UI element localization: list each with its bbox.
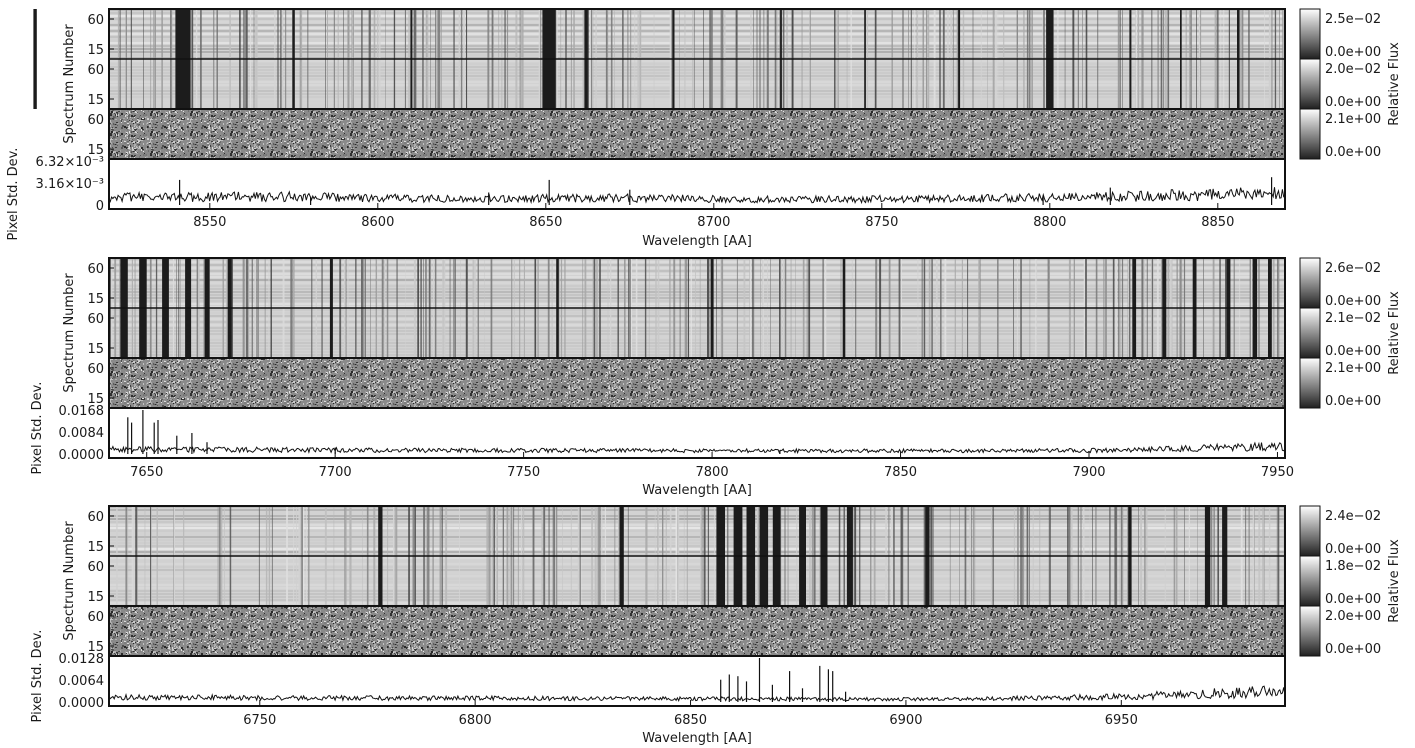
x-tick: 6800 [459,713,492,728]
absorption-line [33,9,37,109]
std-y-tick: 0.0084 [59,426,105,441]
image-y-tick: 60 [87,362,104,377]
y-axis-label-std: Pixel Std. Dev. [30,382,45,475]
colorbar-max: 2.0e+00 [1325,609,1381,624]
image-y-tick: 15 [87,93,104,108]
colorbar [1299,555,1321,607]
colorbar [1299,357,1321,409]
x-tick: 7900 [1072,465,1105,480]
y-axis-label-spectrum: Spectrum Number [62,24,77,144]
colorbar-label: Relative Flux [1387,291,1402,375]
x-tick: 8650 [529,215,562,230]
std-y-tick: 0.0000 [59,448,105,463]
std-y-tick: 3.16×10⁻³ [36,177,104,192]
colorbar-max: 2.5e−02 [1325,12,1381,27]
colorbar [1299,8,1321,60]
x-tick: 6950 [1105,713,1138,728]
x-tick: 8550 [193,215,226,230]
image-y-tick: 60 [87,312,104,327]
y-axis-label-std: Pixel Std. Dev. [6,148,21,241]
std-dev-frame [108,407,1286,459]
image-y-tick: 15 [87,292,104,307]
colorbar-min: 0.0e+00 [1325,394,1381,409]
image-y-tick: 15 [87,143,104,158]
x-tick: 6850 [674,713,707,728]
image-y-tick: 15 [87,590,104,605]
colorbar-min: 0.0e+00 [1325,294,1381,309]
colorbar-label: Relative Flux [1387,539,1402,623]
x-tick: 7750 [507,465,540,480]
colorbar-min: 0.0e+00 [1325,344,1381,359]
std-dev-trace [108,187,1286,205]
std-y-tick: 0.0064 [59,674,105,689]
std-dev-frame [108,158,1286,210]
std-dev-trace [108,685,1286,703]
colorbar-min: 0.0e+00 [1325,145,1381,160]
x-tick: 7650 [130,465,163,480]
x-axis-label: Wavelength [AA] [642,483,752,498]
std-y-tick: 0 [96,199,104,214]
residual-image [109,606,1285,656]
residual-image [109,109,1285,159]
std-dev-trace [108,441,1286,455]
std-y-tick: 0.0168 [59,404,105,419]
colorbar [1299,605,1321,657]
image-y-tick: 60 [87,113,104,128]
image-y-tick: 60 [87,13,104,28]
colorbar [1299,257,1321,309]
y-axis-label-spectrum: Spectrum Number [62,521,77,641]
colorbar-max: 2.1e+00 [1325,361,1381,376]
colorbar-min: 0.0e+00 [1325,95,1381,110]
x-tick: 8800 [1033,215,1066,230]
colorbar-max: 2.6e−02 [1325,261,1381,276]
y-axis-label-std: Pixel Std. Dev. [30,630,45,723]
colorbar [1299,307,1321,359]
image-y-tick: 15 [87,640,104,655]
x-axis-label: Wavelength [AA] [642,234,752,249]
x-tick: 7950 [1261,465,1294,480]
std-y-tick: 0.0000 [59,696,105,711]
colorbar-label: Relative Flux [1387,42,1402,126]
std-y-tick: 6.32×10⁻³ [36,155,104,170]
colorbar [1299,58,1321,110]
colorbar-min: 0.0e+00 [1325,642,1381,657]
colorbar-max: 2.1e+00 [1325,112,1381,127]
image-y-tick: 60 [87,63,104,78]
colorbar-max: 2.1e−02 [1325,311,1381,326]
image-y-tick: 60 [87,610,104,625]
colorbar [1299,505,1321,557]
image-y-tick: 60 [87,560,104,575]
y-axis-label-spectrum: Spectrum Number [62,273,77,393]
x-tick: 8750 [865,215,898,230]
image-y-tick: 15 [87,43,104,58]
image-y-tick: 15 [87,392,104,407]
colorbar-max: 2.4e−02 [1325,509,1381,524]
x-tick: 8600 [361,215,394,230]
std-dev-frame [108,655,1286,707]
x-tick: 6900 [889,713,922,728]
image-y-tick: 60 [87,262,104,277]
std-y-tick: 0.0128 [59,652,105,667]
residual-image [109,358,1285,408]
x-tick: 6750 [243,713,276,728]
colorbar-max: 2.0e−02 [1325,62,1381,77]
x-tick: 8700 [697,215,730,230]
image-y-tick: 15 [87,540,104,555]
x-tick: 7800 [696,465,729,480]
colorbar-min: 0.0e+00 [1325,45,1381,60]
x-tick: 8850 [1201,215,1234,230]
colorbar [1299,108,1321,160]
x-axis-label: Wavelength [AA] [642,731,752,746]
x-tick: 7850 [884,465,917,480]
colorbar-max: 1.8e−02 [1325,559,1381,574]
image-y-tick: 60 [87,510,104,525]
x-tick: 7700 [319,465,352,480]
colorbar-min: 0.0e+00 [1325,542,1381,557]
image-y-tick: 15 [87,342,104,357]
colorbar-min: 0.0e+00 [1325,592,1381,607]
